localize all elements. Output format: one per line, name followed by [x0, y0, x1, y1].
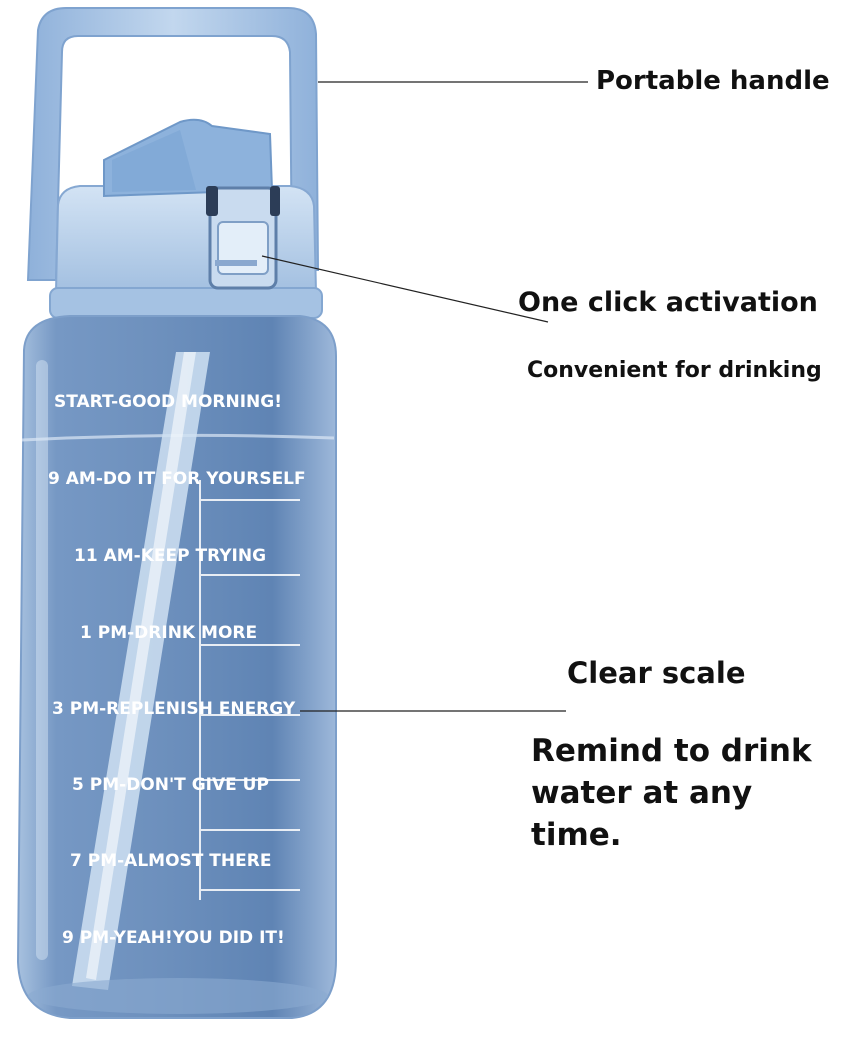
- one-click-activation-label: One click activation: [518, 287, 818, 318]
- marker-9pm: 9 PM-YEAH!YOU DID IT!: [62, 928, 285, 948]
- click-callout-line: [261, 255, 549, 323]
- clear-scale-label: Clear scale: [567, 656, 746, 690]
- bottle-body: [16, 315, 337, 1019]
- marker-3pm: 3 PM-REPLENISH ENERGY: [52, 699, 296, 719]
- portable-handle-label: Portable handle: [596, 66, 830, 96]
- marker-1pm: 1 PM-DRINK MORE: [80, 623, 257, 643]
- marker-start: START-GOOD MORNING!: [54, 392, 282, 412]
- marker-7pm: 7 PM-ALMOST THERE: [70, 851, 271, 871]
- marker-9am: 9 AM-DO IT FOR YOURSELF: [48, 469, 306, 489]
- callout-lines: [261, 81, 588, 712]
- marker-5pm: 5 PM-DON'T GIVE UP: [72, 775, 269, 795]
- convenient-label: Convenient for drinking: [527, 358, 822, 383]
- bottle-cap: [49, 118, 323, 319]
- marker-11am: 11 AM-KEEP TRYING: [74, 546, 266, 566]
- remind-label: Remind to drink water at any time.: [531, 733, 812, 853]
- time-markers: START-GOOD MORNING! 9 AM-DO IT FOR YOURS…: [48, 392, 306, 948]
